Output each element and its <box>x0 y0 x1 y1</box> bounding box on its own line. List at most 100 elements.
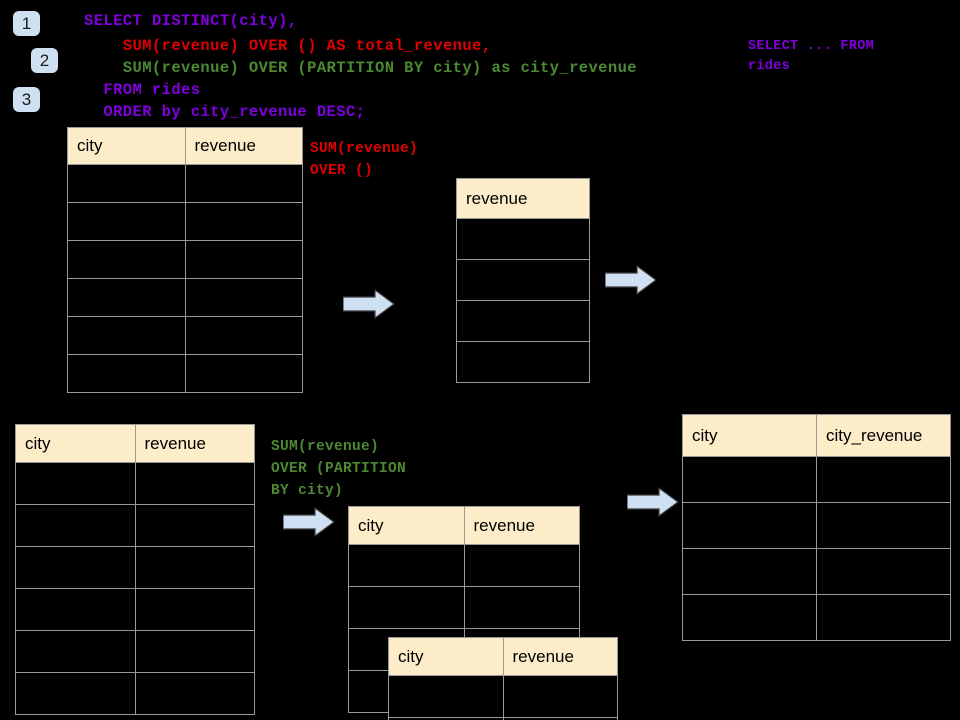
table-final-result: city city_revenue <box>682 414 951 641</box>
table-row <box>15 588 255 631</box>
table-header-row: city revenue <box>388 637 618 676</box>
column-header-revenue: revenue <box>456 178 590 219</box>
column-header-revenue: revenue <box>502 637 618 676</box>
column-header-city: city <box>388 637 504 676</box>
column-header-revenue: revenue <box>463 506 580 545</box>
cell-city <box>15 546 136 589</box>
cell-city-revenue <box>816 594 951 641</box>
cell-revenue <box>456 218 590 260</box>
table-header-row: city city_revenue <box>682 414 951 457</box>
table-header-row: city revenue <box>15 424 255 463</box>
column-header-city-revenue: city_revenue <box>816 414 951 457</box>
cell-revenue <box>134 546 255 589</box>
annotation-source-select: SELECT ... FROM rides <box>748 39 875 74</box>
table-row <box>67 240 303 279</box>
cell-city <box>348 544 465 587</box>
arrow-to-total-revenue-icon <box>342 288 396 320</box>
cell-city <box>15 504 136 547</box>
table-row <box>15 462 255 505</box>
table-row <box>67 278 303 317</box>
table-row <box>348 544 580 587</box>
table-row <box>67 202 303 241</box>
column-header-city: city <box>67 127 186 165</box>
cell-revenue <box>134 504 255 547</box>
column-header-city: city <box>15 424 136 463</box>
table-row <box>456 218 590 260</box>
table-row <box>15 546 255 589</box>
table-row <box>388 675 618 718</box>
cell-city <box>67 354 186 393</box>
cell-revenue <box>184 354 303 393</box>
table-row <box>15 630 255 673</box>
column-header-city: city <box>682 414 817 457</box>
cell-city <box>388 675 504 718</box>
table-row <box>682 594 951 641</box>
cell-city <box>67 316 186 355</box>
cell-city <box>15 672 136 715</box>
arrow-to-partition-icon <box>282 506 336 538</box>
table-header-row: city revenue <box>67 127 303 165</box>
cell-revenue <box>184 278 303 317</box>
cell-city-revenue <box>816 456 951 503</box>
table-body <box>682 456 951 641</box>
annotation-total-revenue: SUM(revenue) OVER () <box>310 141 419 179</box>
step-badge-1: 1 <box>13 11 40 36</box>
cell-city-revenue <box>816 502 951 549</box>
cell-city <box>67 164 186 203</box>
cell-revenue <box>134 630 255 673</box>
table-rides-source-top: city revenue <box>67 127 303 393</box>
step-badge-3: 3 <box>13 87 40 112</box>
table-header-row: city revenue <box>348 506 580 545</box>
sql-line-select-distinct: SELECT DISTINCT(city), <box>84 12 298 30</box>
table-total-revenue-result: revenue <box>456 178 590 383</box>
table-row <box>682 502 951 549</box>
table-row <box>682 456 951 503</box>
table-row <box>67 354 303 393</box>
sql-line-order-by: ORDER by city_revenue DESC; <box>84 103 366 121</box>
table-row <box>456 341 590 383</box>
cell-revenue <box>184 202 303 241</box>
cell-revenue <box>184 316 303 355</box>
sql-line-city-revenue: SUM(revenue) OVER (PARTITION BY city) as… <box>84 59 637 77</box>
table-row <box>67 164 303 203</box>
table-body <box>456 218 590 383</box>
table-row <box>682 548 951 595</box>
cell-city <box>15 630 136 673</box>
cell-city <box>67 202 186 241</box>
annotation-city-revenue: SUM(revenue) OVER (PARTITION BY city) <box>271 439 407 499</box>
cell-revenue <box>463 586 580 629</box>
cell-city <box>67 278 186 317</box>
cell-city <box>15 462 136 505</box>
cell-revenue <box>184 164 303 203</box>
column-header-city: city <box>348 506 465 545</box>
cell-revenue <box>463 544 580 587</box>
cell-revenue <box>456 300 590 342</box>
cell-city <box>348 586 465 629</box>
cell-city <box>682 548 817 595</box>
sql-line-total-revenue: SUM(revenue) OVER () AS total_revenue, <box>84 37 492 55</box>
arrow-total-to-final-icon <box>604 264 658 296</box>
cell-city-revenue <box>816 548 951 595</box>
cell-revenue <box>134 672 255 715</box>
cell-revenue <box>456 341 590 383</box>
cell-revenue <box>502 717 618 720</box>
cell-city <box>67 240 186 279</box>
cell-city <box>15 588 136 631</box>
cell-revenue <box>502 675 618 718</box>
table-row <box>456 300 590 342</box>
cell-revenue <box>134 588 255 631</box>
arrow-partition-to-final-icon <box>626 486 680 518</box>
cell-revenue <box>134 462 255 505</box>
table-row <box>388 717 618 720</box>
table-row <box>15 504 255 547</box>
table-partition-group-front: city revenue <box>388 637 618 720</box>
table-row <box>67 316 303 355</box>
column-header-revenue: revenue <box>134 424 255 463</box>
table-row <box>456 259 590 301</box>
step-badge-2: 2 <box>31 48 58 73</box>
cell-city <box>682 502 817 549</box>
table-header-row: revenue <box>456 178 590 219</box>
cell-revenue <box>184 240 303 279</box>
table-body <box>15 462 255 715</box>
